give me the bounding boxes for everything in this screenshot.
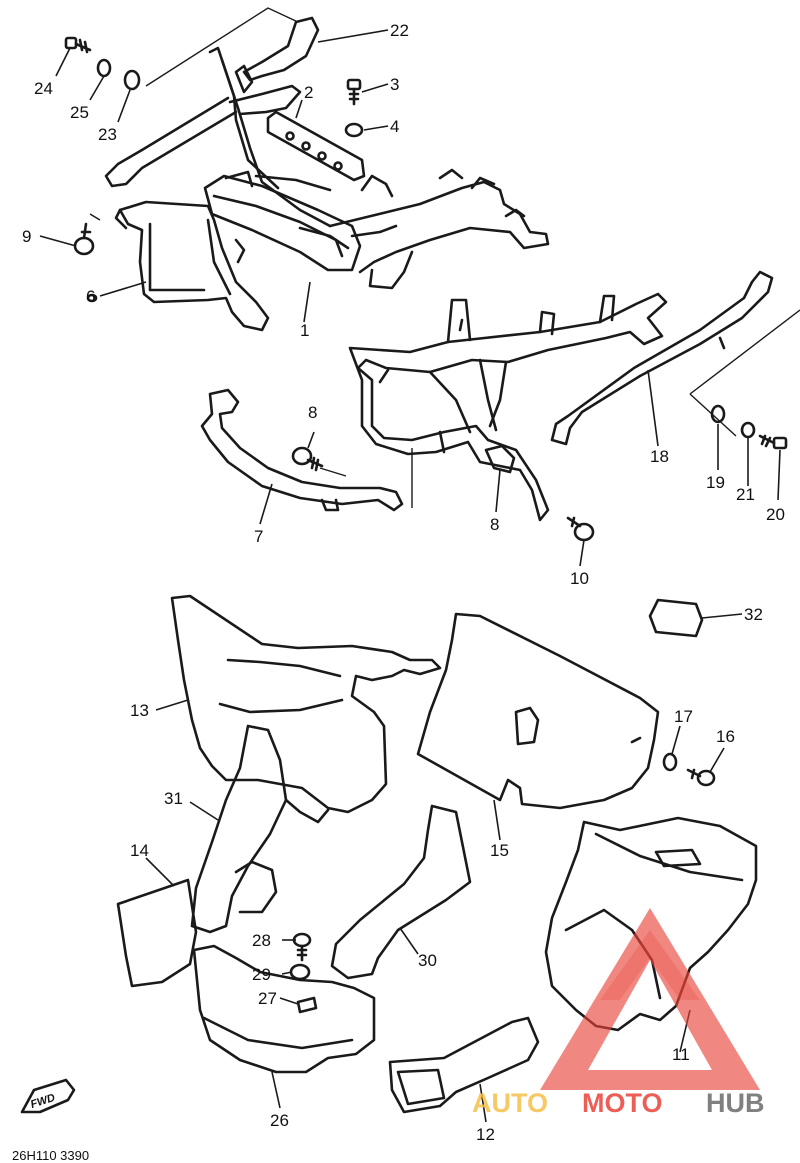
cover-part-15 [416, 612, 660, 810]
rear-brace-part-18 [550, 270, 774, 446]
callout-27: 27 [258, 989, 277, 1008]
callout-26: 26 [270, 1111, 289, 1130]
callout-17: 17 [674, 707, 693, 726]
lower-frame-part [348, 292, 668, 522]
callout-20: 20 [766, 505, 785, 524]
duct-ridge [202, 1016, 354, 1050]
funnel-part-14 [116, 878, 198, 988]
callout-16: 16 [716, 727, 735, 746]
callout-23: 23 [98, 125, 117, 144]
cover-part-13 [170, 594, 442, 814]
callout-19: 19 [706, 473, 725, 492]
callout-labels: 22 2 3 4 24 25 23 9 6 1 8 7 8 10 18 19 2… [22, 21, 785, 1144]
bolt-part-9 [73, 222, 95, 256]
callout-12: 12 [476, 1125, 495, 1144]
callout-8-upper: 8 [308, 403, 317, 422]
callout-24: 24 [34, 79, 53, 98]
forward-label: FWD [29, 1092, 57, 1111]
duct-part-31 [190, 724, 288, 934]
nut-part-4 [344, 122, 364, 138]
callout-11: 11 [672, 1045, 690, 1064]
callout-4: 4 [390, 117, 399, 136]
callout-18: 18 [650, 447, 669, 466]
callout-15: 15 [490, 841, 509, 860]
duct-cup [234, 860, 278, 914]
bolt-part-10 [566, 516, 595, 542]
forward-arrow-icon: FWD [20, 1078, 76, 1114]
cover-ridge-11b [564, 908, 662, 1000]
callout-7: 7 [254, 527, 263, 546]
callout-29: 29 [252, 965, 271, 984]
callout-14: 14 [130, 841, 149, 860]
callout-21: 21 [736, 485, 755, 504]
clip-part-27 [296, 996, 318, 1014]
stay-part-7 [200, 388, 404, 512]
bracket-holes [285, 131, 343, 171]
duct-flange [284, 798, 330, 824]
bolt-part-8-upper [291, 446, 324, 472]
washer-part-23 [123, 69, 141, 91]
watermark-word-moto: MOTO [582, 1088, 663, 1118]
callout-8-lower: 8 [490, 515, 499, 534]
watermark-word-hub: HUB [706, 1088, 765, 1118]
rear-brace-tab [718, 336, 726, 350]
watermark-logo: AUTO MOTO HUB [472, 908, 765, 1118]
callout-28: 28 [252, 931, 271, 950]
diagram-code: 26H110 3390 [12, 1148, 89, 1163]
leader-lines [39, 29, 781, 1123]
rear-brace-arm [104, 96, 238, 188]
rear-brace-part-22 [242, 16, 320, 82]
duct-part-26 [192, 944, 376, 1074]
reference-lines [89, 7, 800, 508]
washer-part-21 [740, 421, 756, 439]
callout-9: 9 [22, 227, 31, 246]
cover-ridge-2 [218, 698, 344, 714]
duct-part-30 [330, 804, 472, 980]
washer-part-25 [96, 58, 112, 78]
upper-frame-part [114, 46, 550, 332]
cover-slot [514, 706, 540, 746]
bolt-part-20 [758, 434, 788, 450]
cover-hole [630, 736, 642, 744]
bolt-part-24 [64, 36, 92, 54]
bracket-part-2 [266, 110, 366, 182]
callout-6: 6 [86, 287, 95, 306]
callout-30: 30 [418, 951, 437, 970]
duct-part-12 [388, 1016, 540, 1114]
pad-part-32 [648, 598, 704, 638]
cover-part-11 [544, 816, 758, 1032]
stay-tab [320, 498, 340, 512]
callout-31: 31 [164, 789, 183, 808]
bolt-part-16 [686, 768, 716, 787]
callout-10: 10 [570, 569, 589, 588]
duct-opening [396, 1068, 446, 1106]
callout-3: 3 [390, 75, 399, 94]
watermark-word-auto: AUTO [472, 1088, 548, 1118]
cover-ridge [226, 658, 342, 678]
callout-2: 2 [304, 83, 313, 102]
bolt-part-8-lower [86, 293, 98, 303]
callout-25: 25 [70, 103, 89, 122]
watermark-triangle-icon [540, 908, 760, 1090]
cover-ridge-11 [594, 832, 744, 882]
cover-slot-11 [654, 848, 702, 868]
nut-part-29 [289, 963, 311, 981]
callout-13: 13 [130, 701, 149, 720]
callout-1: 1 [300, 321, 309, 340]
bolt-part-3 [346, 78, 362, 106]
bolt-part-28 [292, 932, 312, 962]
callout-22: 22 [390, 21, 409, 40]
callout-32: 32 [744, 605, 763, 624]
washer-part-17 [662, 752, 678, 772]
